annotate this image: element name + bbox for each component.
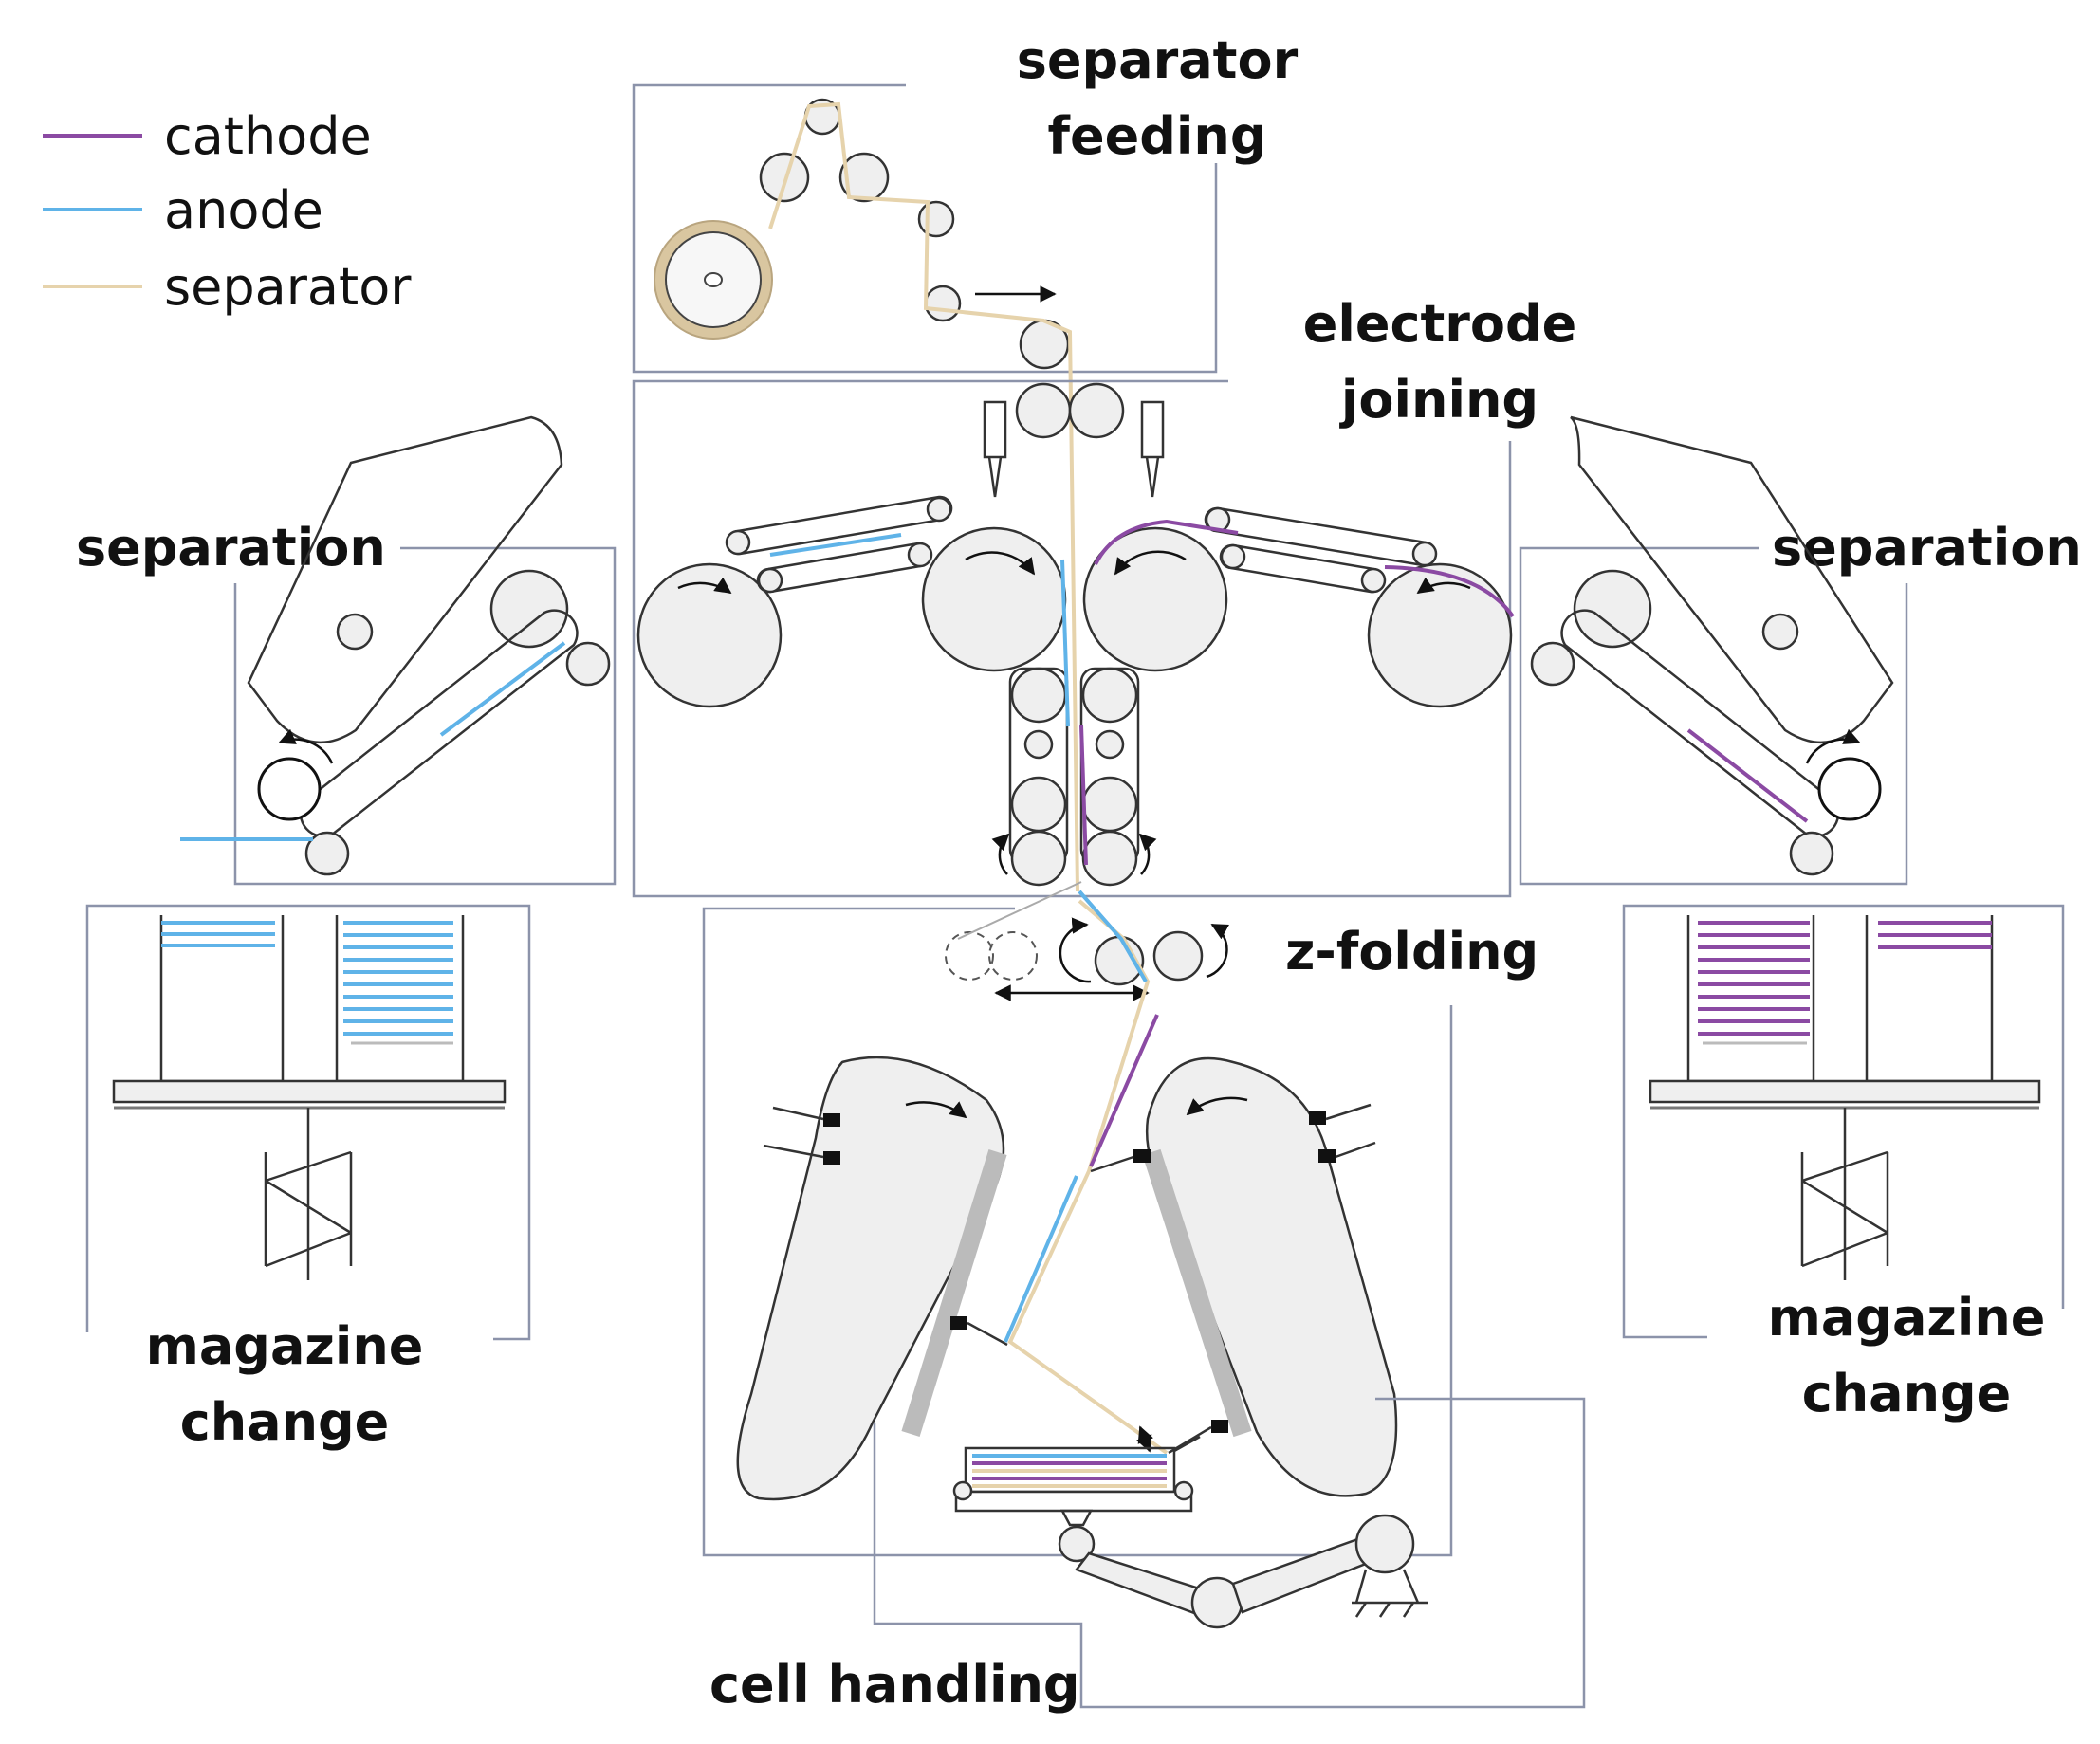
electrode-joining-label-1: electrode (1303, 294, 1577, 354)
left-folding-drum (736, 1056, 1005, 1501)
cell-handling-label: cell handling (709, 1655, 1080, 1715)
legend-anode-label: anode (164, 180, 323, 240)
electrode-joining-station: electrode joining (632, 294, 1577, 898)
magazine-right-label-2: change (1802, 1364, 2012, 1423)
separator-web-feed (768, 101, 1079, 892)
separation-right-station: separation (1519, 415, 2082, 886)
separator-feeding-station: separator feeding (632, 30, 1299, 892)
separation-left-label: separation (76, 518, 386, 578)
separator-feeding-label-2: feeding (1047, 106, 1266, 166)
cell-handling-station: cell handling (709, 1397, 1586, 1715)
separation-right-label: separation (1772, 518, 2082, 578)
z-folding-label: z-folding (1285, 922, 1538, 982)
legend-separator-label: separator (164, 257, 412, 317)
z-folding-station: z-folding (702, 881, 1538, 1557)
magazine-change-left-station: magazine change (85, 904, 531, 1452)
legend-cathode-label: cathode (164, 106, 372, 166)
legend: cathode anode separator (43, 106, 412, 317)
magazine-left-label-1: magazine (146, 1316, 424, 1376)
separator-feeding-label-1: separator (1017, 30, 1299, 90)
electrode-joining-label-2: joining (1339, 370, 1538, 430)
magazine-change-right-station: magazine change (1622, 904, 2065, 1423)
separation-left-station: separation (76, 415, 617, 886)
magazine-left-label-2: change (180, 1392, 390, 1452)
magazine-right-label-1: magazine (1768, 1288, 2046, 1348)
right-folding-drum (1145, 1056, 1398, 1497)
